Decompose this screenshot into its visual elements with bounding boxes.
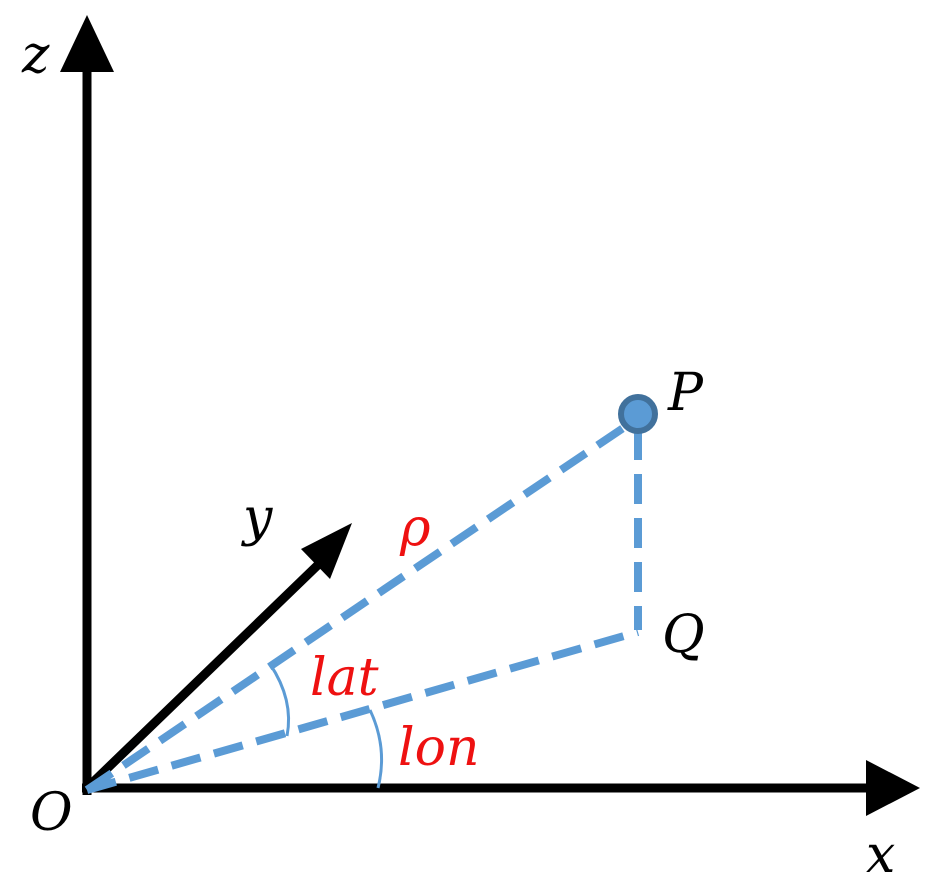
origin-label: O [30,783,73,843]
lon-angle-arc [368,709,384,789]
x-axis-arrowhead [866,760,920,816]
z-axis-arrowhead [60,15,114,72]
y-axis-line [83,557,326,792]
z-axis-label: z [21,25,50,85]
y-axis-arrowhead [301,523,352,579]
projection-line-oq [85,628,640,794]
construction-lines [84,414,642,794]
lat-angle-arc [268,663,291,737]
angle-arcs [268,663,384,789]
point-p-marker [618,394,658,434]
point-q-label: Q [662,605,705,665]
rho-line-op [84,414,641,794]
rho-label: ρ [399,498,431,558]
axes [60,15,920,816]
point-p-label: P [667,363,704,423]
lat-angle-label: lat [310,648,379,708]
lon-angle-label: lon [398,718,479,778]
x-axis-label: x [866,825,895,883]
y-axis-label: y [241,488,273,548]
